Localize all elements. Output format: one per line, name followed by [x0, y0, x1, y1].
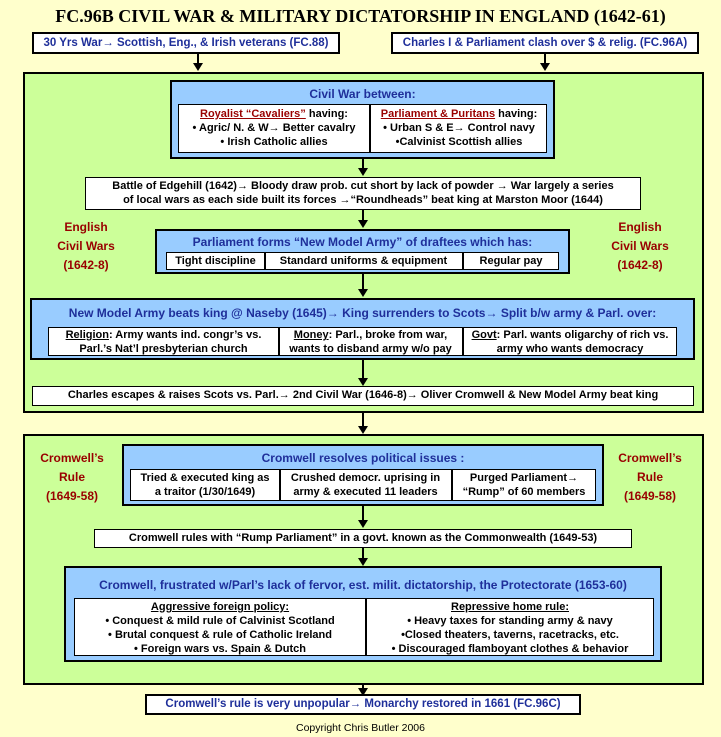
escape-box: Charles escapes & raises Scots vs. Parl.… [32, 386, 694, 406]
copyright: Copyright Chris Butler 2006 [296, 722, 425, 734]
arrow-line [362, 210, 364, 221]
nma-traits: Tight discipline Standard uniforms & equ… [166, 252, 559, 270]
policy-table: Aggressive foreign policy: • Conquest & … [74, 598, 654, 656]
sides-table: Royalist “Cavaliers” having: • Agric/ N.… [178, 104, 547, 153]
parliament-column: Parliament & Puritans having: • Urban S … [380, 108, 538, 148]
new-model-army-title: Parliament forms “New Model Army” of dra… [192, 235, 533, 249]
rump-box: Cromwell rules with “Rump Parliament” in… [94, 529, 632, 548]
arrow-line [544, 54, 546, 64]
arrow-line [362, 548, 364, 559]
arrow-line [362, 360, 364, 379]
arrow-head [358, 378, 368, 386]
arrow-head [358, 168, 368, 176]
protectorate-title: Cromwell, frustrated w/Parl’s lack of fe… [99, 578, 627, 592]
foreign-policy-column: Aggressive foreign policy: • Conquest & … [105, 601, 335, 655]
religion-cell: Religion: Army wants ind. congr’s vs. Pa… [65, 329, 262, 355]
resolve-cell: Purged Parliament→“Rump” of 60 members [462, 472, 586, 498]
arrow-head [358, 558, 368, 566]
arrow-head [358, 520, 368, 528]
arrow-line [362, 159, 364, 169]
arrow-line [197, 54, 199, 64]
arrow-head [358, 688, 368, 696]
arrow-line [362, 274, 364, 290]
protectorate-box: Cromwell, frustrated w/Parl’s lack of fe… [64, 566, 662, 662]
royalist-column: Royalist “Cavaliers” having: • Agric/ N.… [192, 108, 356, 148]
resolves-title: Cromwell resolves political issues : [261, 451, 465, 465]
cause-box-clash: Charles I & Parliament clash over $ & re… [391, 32, 699, 54]
royalist-heading: Royalist “Cavaliers” [200, 108, 306, 120]
edgehill-box: Battle of Edgehill (1642)→ Bloody draw p… [85, 177, 641, 210]
arrow-head [358, 426, 368, 434]
restoration-box: Cromwell’s rule is very unpopular→ Monar… [145, 694, 581, 715]
arrow-head [358, 289, 368, 297]
arrow-line [362, 413, 364, 427]
new-model-army-box: Parliament forms “New Model Army” of dra… [155, 229, 570, 274]
civil-war-between-box: Civil War between: Royalist “Cavaliers” … [170, 80, 555, 159]
cause-box-veterans: 30 Yrs War→ Scottish, Eng., & Irish vete… [32, 32, 340, 54]
home-rule-column: Repressive home rule: • Heavy taxes for … [391, 601, 629, 655]
page-title: FC.96B CIVIL WAR & MILITARY DICTATORSHIP… [55, 6, 666, 26]
parliament-heading: Parliament & Puritans [380, 108, 496, 120]
naseby-title: New Model Army beats king @ Naseby (1645… [68, 306, 657, 320]
resolves-box: Cromwell resolves political issues : Tri… [122, 444, 604, 506]
money-cell: Money: Parl., broke from war, wants to d… [289, 329, 452, 355]
arrow-head [358, 220, 368, 228]
arrow-head [193, 63, 203, 71]
arrow-line [362, 506, 364, 521]
naseby-box: New Model Army beats king @ Naseby (1645… [30, 298, 695, 360]
split-table: Religion: Army wants ind. congr’s vs. Pa… [48, 327, 677, 356]
arrow-head [540, 63, 550, 71]
govt-cell: Govt: Parl. wants oligarchy of rich vs. … [471, 329, 669, 355]
civil-war-between-title: Civil War between: [309, 87, 416, 101]
